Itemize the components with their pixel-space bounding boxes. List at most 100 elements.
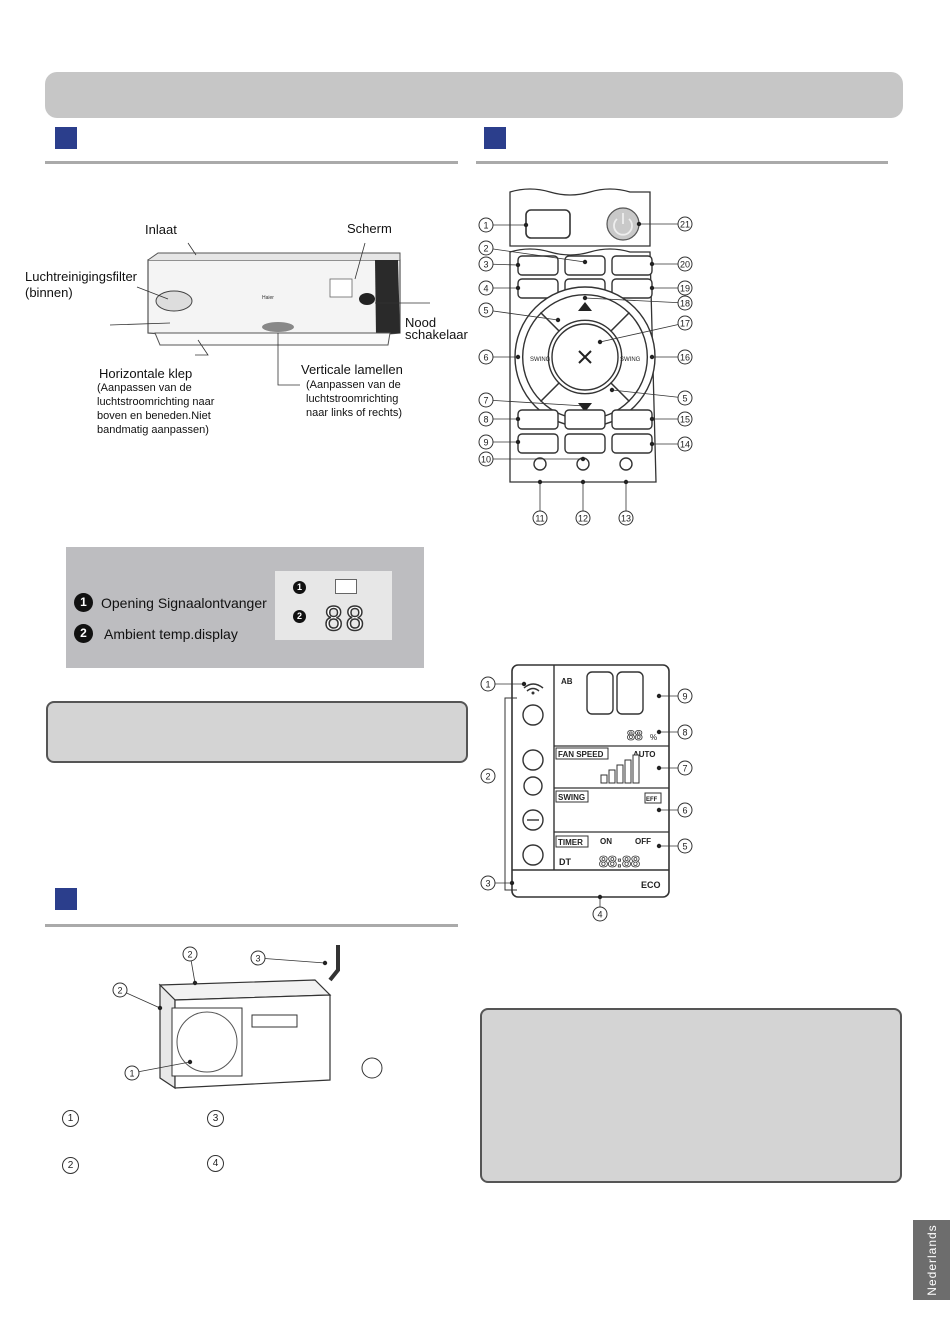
svg-text:88: 88 [627, 727, 643, 743]
remote-callout-13: 14 [649, 436, 693, 452]
note-box-right [480, 1008, 902, 1183]
remote-callout-2: 3 [478, 256, 521, 272]
remote-callout-0: 1 [478, 217, 529, 233]
svg-text:SWING: SWING [620, 357, 641, 363]
svg-text:FAN SPEED: FAN SPEED [558, 750, 604, 759]
remote-callout-19: 20 [649, 256, 693, 272]
indoor-unit-diagram: Haier [109, 242, 430, 386]
svg-text:1: 1 [129, 1069, 134, 1079]
screen-window [329, 278, 353, 298]
badge-1: 1 [74, 593, 93, 612]
svg-text:3: 3 [483, 260, 488, 270]
svg-text:6: 6 [682, 806, 687, 816]
remote-callout-8: 9 [478, 434, 521, 450]
label-scherm: Scherm [347, 221, 392, 236]
outdoor-callout-0: 1 [124, 1059, 193, 1081]
note-box-left [46, 701, 468, 763]
label-filter-2: (binnen) [25, 285, 73, 300]
remote-callout-17: 18 [582, 295, 693, 311]
svg-text:21: 21 [680, 220, 690, 230]
legend-num-2: 2 [62, 1157, 79, 1174]
remote-callout-21: 5 [609, 387, 693, 406]
svg-text:15: 15 [680, 415, 690, 425]
lcd-callout-1: 2 [480, 768, 496, 784]
svg-text:EFF: EFF [646, 797, 658, 803]
svg-text:18: 18 [680, 299, 690, 309]
svg-text:2: 2 [117, 986, 122, 996]
legend-num-1: 1 [62, 1110, 79, 1127]
section-rule-remote [476, 161, 888, 164]
label-inlaat: Inlaat [145, 222, 177, 237]
svg-text:14: 14 [680, 440, 690, 450]
svg-text:3: 3 [485, 879, 490, 889]
svg-text:11: 11 [535, 514, 544, 524]
label-lamellen-title: Verticale lamellen [301, 362, 403, 377]
svg-text:4: 4 [483, 284, 488, 294]
lcd-callout-5: 6 [656, 802, 693, 818]
svg-text:OFF: OFF [635, 837, 651, 846]
label-klep-title: Horizontale klep [99, 366, 193, 381]
svg-text:4: 4 [597, 910, 602, 920]
label-nood-1: Nood [405, 315, 437, 330]
svg-text:5: 5 [682, 842, 687, 852]
section-marker-remote [484, 127, 506, 149]
remote-callout-1: 2 [478, 240, 588, 265]
svg-text:6: 6 [483, 353, 488, 363]
svg-text:2: 2 [485, 772, 490, 782]
svg-text:Haier: Haier [262, 295, 274, 301]
remote-callout-14: 15 [649, 411, 693, 427]
outdoor-unit-diagram: 1 2 2 3 [112, 945, 383, 1090]
remote-callout-16: 17 [597, 315, 693, 345]
remote-callout-15: 16 [649, 349, 693, 365]
display-panel-box: 1 Opening Signaalontvanger 2 Ambient tem… [66, 547, 424, 668]
remote-callout-9: 10 [478, 451, 586, 467]
lcd-callout-7: 8 [656, 724, 693, 740]
svg-text:%: % [650, 733, 657, 742]
svg-text:8: 8 [682, 728, 687, 738]
svg-text:3: 3 [255, 954, 260, 964]
svg-text:5: 5 [682, 394, 687, 404]
label-lamellen-desc-1: (Aanpassen van de [306, 379, 401, 391]
remote-callout-6: 7 [478, 392, 588, 409]
section-rule-indoor [45, 161, 458, 164]
legend-num-4: 4 [207, 1155, 224, 1172]
label-lamellen-desc-2: luchtstroomrichting [306, 393, 399, 405]
lcd-callout-2: 3 [480, 875, 515, 891]
svg-text:20: 20 [680, 260, 690, 270]
svg-text:ECO: ECO [641, 880, 661, 890]
outdoor-legend: 1 3 2 4 [55, 1105, 355, 1175]
outdoor-callout-1: 2 [112, 982, 163, 1011]
remote-callout-20: 21 [636, 216, 693, 232]
remote-callout-18: 19 [649, 280, 693, 296]
svg-text:7: 7 [682, 764, 687, 774]
remote-callout-12: 13 [618, 479, 634, 526]
remote-callout-7: 8 [478, 411, 521, 427]
svg-text:SWING: SWING [558, 793, 585, 802]
svg-text:16: 16 [680, 353, 690, 363]
lcd-diagram: AB 88 % FAN SPEED AUTO SWING EFF TIMER O… [480, 664, 693, 922]
panel-item-1: Opening Signaalontvanger [101, 595, 267, 611]
label-klep-desc-1: (Aanpassen van de [97, 382, 192, 394]
svg-text:AUTO: AUTO [633, 750, 656, 759]
svg-text:2: 2 [483, 244, 488, 254]
remote-callout-5: 6 [478, 349, 521, 365]
lcd-callout-0: 1 [480, 676, 527, 692]
legend-num-3: 3 [207, 1110, 224, 1127]
svg-text:10: 10 [481, 455, 491, 465]
svg-text:17: 17 [680, 319, 690, 329]
label-nood-2: schakelaar [405, 327, 468, 342]
badge-2: 2 [74, 624, 93, 643]
receiver-window [335, 579, 357, 594]
svg-text:7: 7 [483, 396, 488, 406]
preview-badge-1: 1 [293, 581, 306, 594]
svg-text:9: 9 [483, 438, 488, 448]
section-rule-outdoor [45, 924, 458, 927]
remote-callout-4: 5 [478, 302, 561, 323]
svg-text:ON: ON [600, 837, 612, 846]
svg-text:2: 2 [187, 950, 192, 960]
lcd-callout-6: 7 [656, 760, 693, 776]
temp-digits: 88 [323, 599, 367, 639]
remote-callout-3: 4 [478, 280, 521, 296]
section-marker-outdoor [55, 888, 77, 910]
panel-item-2: Ambient temp.display [104, 626, 238, 642]
